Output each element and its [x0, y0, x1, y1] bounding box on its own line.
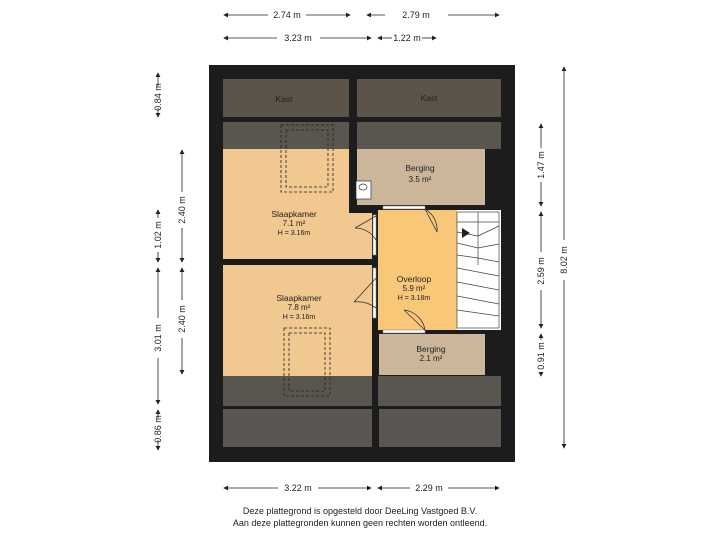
- dim-right-1: 1.47 m: [536, 151, 546, 179]
- kast-right-area: [357, 79, 501, 117]
- kast-right-label: Kast: [420, 93, 438, 103]
- dim-bottom-2: 2.29 m: [415, 483, 443, 493]
- dim-left-1: 0.84 m: [153, 83, 163, 111]
- bottom-right-dark: [379, 409, 501, 447]
- slope-strip-top: [223, 122, 501, 149]
- berging-top-area-label: 3.5 m²: [409, 175, 432, 184]
- stair-direction-arrow: [462, 228, 470, 238]
- footer-line-1: Deze plattegrond is opgesteld door DeeLi…: [242, 506, 478, 516]
- dim-left-inner-1: 2.40 m: [177, 196, 187, 224]
- slaapkamer-1-area-label: 7.1 m²: [283, 219, 306, 228]
- dim-left-4: 0.86 m: [153, 415, 163, 443]
- kast-left-label: Kast: [275, 94, 293, 104]
- dim-left-3: 3.01 m: [153, 324, 163, 352]
- overloop-area-label: 5.9 m²: [403, 284, 426, 293]
- berging-bottom-label: Berging: [416, 344, 446, 354]
- dimension-lines: [155, 12, 567, 491]
- slaapkamer-2-label: Slaapkamer: [276, 293, 322, 303]
- kast-left-area: [223, 79, 349, 117]
- berging-bottom-area: [379, 334, 485, 375]
- slaapkamer-1-height-label: H = 3.16m: [278, 230, 311, 237]
- dim-bottom-1: 3.22 m: [284, 483, 312, 493]
- lower-strip-dark: [223, 376, 501, 406]
- berging-top-area: [357, 149, 485, 205]
- dim-right-2: 2.59 m: [536, 257, 546, 285]
- overloop-area: [378, 210, 457, 330]
- dim-right-total: 8.02 m: [559, 246, 569, 274]
- overloop-height-label: H = 3.18m: [398, 295, 431, 302]
- berging-bottom-area-label: 2.1 m²: [420, 354, 443, 363]
- toilet-icon: [355, 180, 372, 200]
- dim-top-3: 3.23 m: [284, 33, 312, 43]
- slaapkamer-1-lower-area: [349, 213, 372, 259]
- slaapkamer-1-label: Slaapkamer: [271, 209, 317, 219]
- footer-line-2: Aan deze plattegronden kunnen geen recht…: [232, 518, 488, 528]
- dim-top-2: 2.79 m: [402, 10, 430, 20]
- dim-left-inner-2: 2.40 m: [177, 305, 187, 333]
- berging-top-label: Berging: [405, 163, 435, 173]
- roof-windows: [280, 124, 334, 397]
- door-openings: [372, 205, 426, 334]
- dim-right-3: 0.91 m: [536, 342, 546, 370]
- slaapkamer-2-height-label: H = 3.16m: [283, 314, 316, 321]
- dim-top-4: 1.22 m: [393, 33, 421, 43]
- slaapkamer-2-area-label: 7.8 m²: [288, 303, 311, 312]
- overloop-label: Overloop: [397, 274, 432, 284]
- dim-left-2: 1.02 m: [153, 221, 163, 249]
- door-swings: [353, 208, 438, 331]
- bottom-left-dark: [223, 409, 372, 447]
- dim-top-1: 2.74 m: [273, 10, 301, 20]
- slaapkamer-2-area: [223, 265, 372, 376]
